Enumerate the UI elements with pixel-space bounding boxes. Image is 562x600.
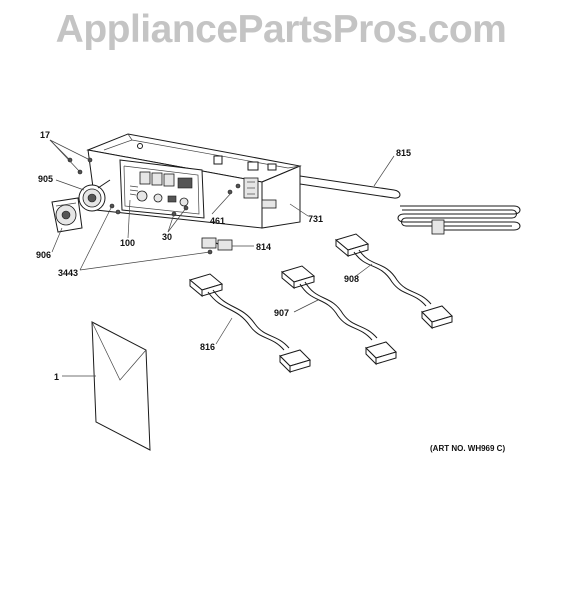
heating-element — [299, 175, 521, 235]
wire-harness-816 — [188, 273, 311, 374]
art-number: (ART NO. WH969 C) — [430, 444, 506, 453]
sensor-814 — [201, 237, 233, 251]
wire-harness-908 — [334, 233, 453, 330]
callout-731: 731 — [308, 214, 324, 224]
callout-100: 100 — [120, 238, 136, 248]
callout-906: 906 — [36, 250, 52, 260]
callout-905: 905 — [38, 174, 54, 184]
callout-3443: 3443 — [58, 268, 79, 278]
callout-908: 908 — [344, 274, 360, 284]
callout-1: 1 — [54, 372, 60, 382]
callout-815: 815 — [396, 148, 412, 158]
callout-814: 814 — [256, 242, 272, 252]
selector-knob — [78, 179, 111, 212]
callout-30: 30 — [162, 232, 173, 242]
callout-907: 907 — [274, 308, 290, 318]
literature-sheet — [91, 321, 151, 451]
control-board — [119, 159, 205, 219]
timer-motor — [51, 197, 83, 233]
callout-17: 17 — [40, 130, 51, 140]
wire-harness-907 — [280, 265, 397, 366]
watermark-logo: AppliancePartsPros.com — [55, 8, 507, 51]
callout-816: 816 — [200, 342, 216, 352]
callout-461: 461 — [210, 216, 226, 226]
leader-lines — [49, 139, 395, 377]
